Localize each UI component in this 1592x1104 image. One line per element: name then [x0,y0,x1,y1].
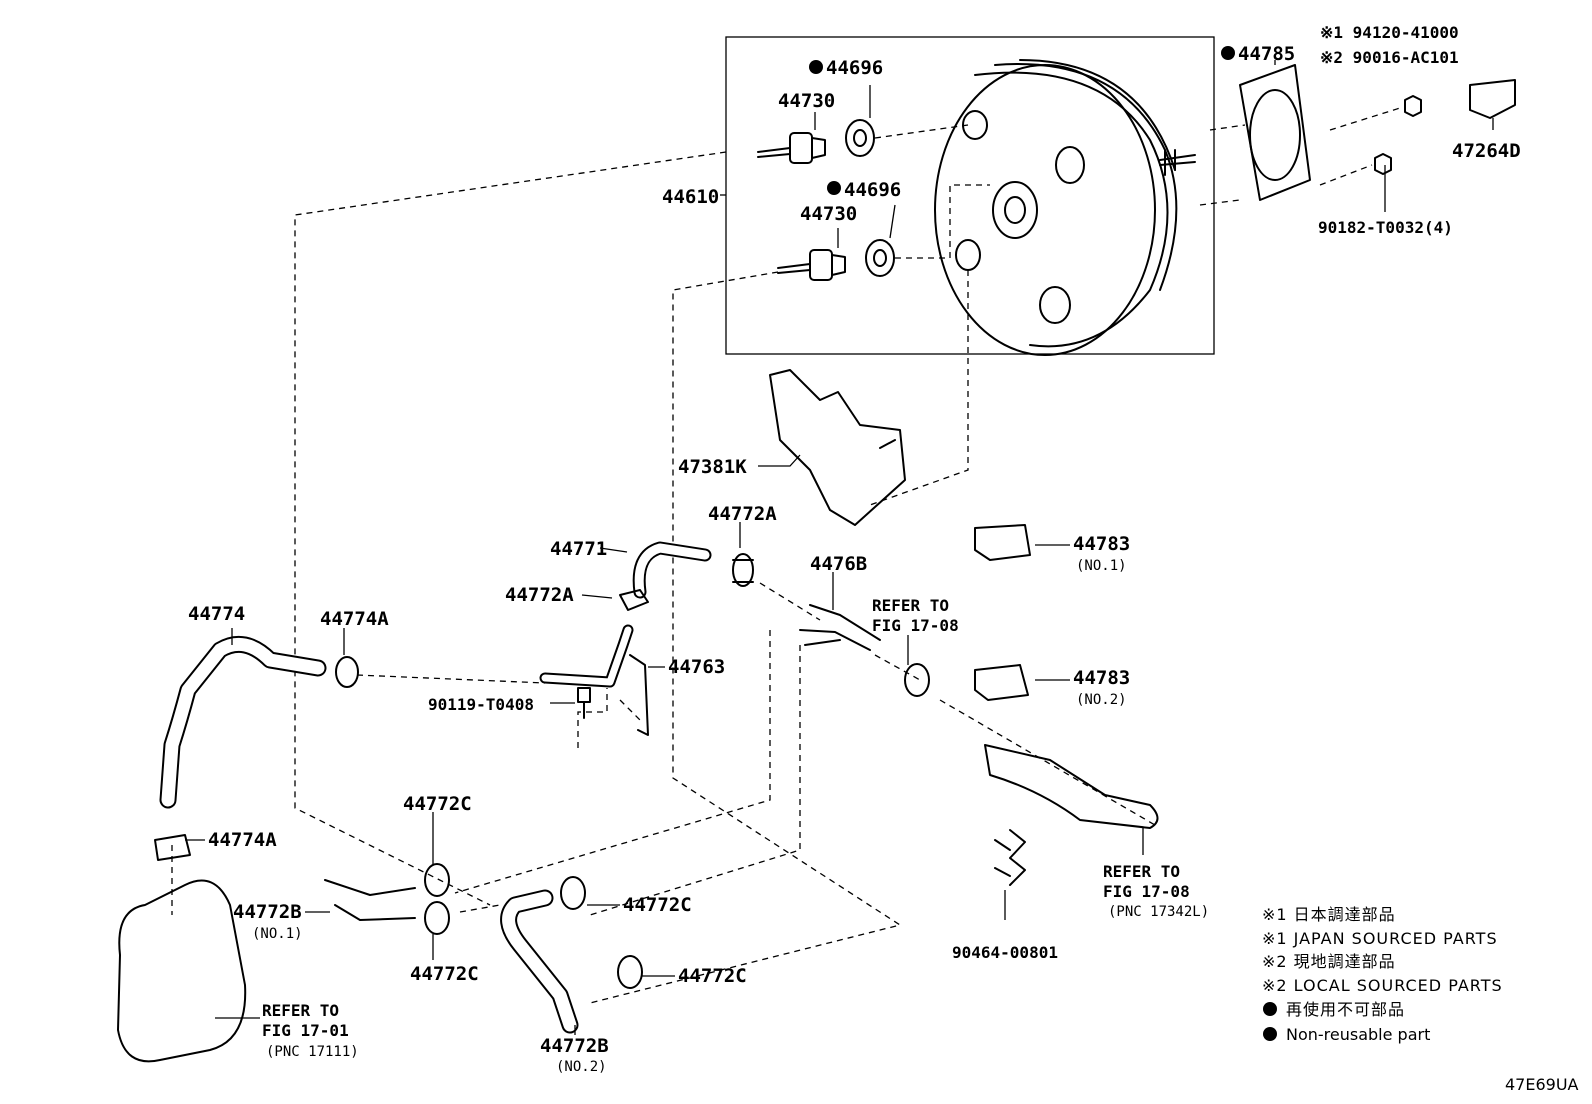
label-44772b-no1-sub: (NO.1) [252,926,303,942]
label-44771: 44771 [550,538,607,560]
label-44772b-no2-sub: (NO.2) [556,1059,607,1075]
label-44783-no2-sub: (NO.2) [1076,692,1127,708]
label-44730-upper: 44730 [778,90,835,112]
label-44730-lower: 44730 [800,203,857,225]
clip-90464-drawing [994,829,1026,886]
label-44774: 44774 [188,603,245,625]
clamp-44774a-top [335,656,359,688]
label-44610: 44610 [662,186,719,208]
label-44785: 44785 [1238,43,1295,65]
refer-fig-17-01-line3: (PNC 17111) [266,1044,359,1060]
label-44774a-low: 44774A [208,829,277,851]
label-44774a-top: 44774A [320,608,389,630]
legend-dot-icon [1263,1002,1277,1016]
label-47264d: 47264D [1452,140,1521,162]
clamp-near-4476b [904,663,930,697]
label-90464-00801: 90464-00801 [952,943,1058,962]
legend-dot-icon [1263,1027,1277,1041]
label-44772a-mid: 44772A [505,584,574,606]
non-reusable-dot [827,181,841,195]
label-44772b-no2: 44772B [540,1035,609,1057]
non-reusable-dot [1221,46,1235,60]
bolt-drawing [577,687,591,719]
brake-booster-drawing [934,59,1196,356]
label-90016-ac101: ※2 90016-AC101 [1320,48,1459,67]
t-joint-drawing [799,604,881,651]
label-44696-lower: 44696 [844,179,901,201]
label-44763: 44763 [668,656,725,678]
legend-local-sourced-jp: ※2 現地調達部品 [1262,952,1396,971]
clamp-44772c-b [424,901,450,935]
refer-fig-17-01-line1[interactable]: REFER TO [262,1001,339,1020]
clamp-44772a-top [732,553,754,587]
clamp-44772a-mid [619,589,649,611]
nut-drawing-upper [1404,95,1422,117]
refer-fig-17-08-a-line1[interactable]: REFER TO [872,596,949,615]
non-reusable-dot [809,60,823,74]
check-valve-upper [757,132,826,164]
label-90119-t0408: 90119-T0408 [428,695,534,714]
diagram-code: 47E69UA [1505,1075,1579,1094]
label-44772a-top: 44772A [708,503,777,525]
nut-drawing-lower [1374,153,1392,175]
label-44772c-a: 44772C [403,793,472,815]
check-valve-lower [777,249,846,281]
label-44772c-d: 44772C [678,965,747,987]
refer-fig-17-08-b-line1[interactable]: REFER TO [1103,862,1180,881]
clamp-44772c-d [617,955,643,989]
label-44772b-no1: 44772B [233,901,302,923]
label-44783-no1-sub: (NO.1) [1076,558,1127,574]
refer-fig-17-08-b-line3: (PNC 17342L) [1108,904,1209,920]
legend-non-reusable-en: Non-reusable part [1286,1025,1430,1044]
label-44696-upper: 44696 [826,57,883,79]
clamp-44774a-low [154,834,191,861]
connector-44783-no2 [974,664,1029,701]
legend-non-reusable-jp: 再使用不可部品 [1286,1000,1405,1019]
label-44783-no1: 44783 [1073,533,1130,555]
label-44783-no2: 44783 [1073,667,1130,689]
refer-fig-17-08-a-line2[interactable]: FIG 17-08 [872,616,959,635]
grommet-lower [865,239,895,277]
label-44772c-b: 44772C [410,963,479,985]
label-44772c-c: 44772C [623,894,692,916]
label-47381k: 47381K [678,456,747,478]
refer-fig-17-01-line2[interactable]: FIG 17-01 [262,1021,349,1040]
label-94120-41000: ※1 94120-41000 [1320,23,1459,42]
bracket-47264d-drawing [1469,79,1516,119]
hose-17342l-drawing [984,744,1159,829]
bracket-47381k-drawing [769,369,906,526]
legend-japan-sourced-jp: ※1 日本調達部品 [1262,905,1396,924]
legend-local-sourced-en: ※2 LOCAL SOURCED PARTS [1262,976,1503,995]
label-90182-t0032: 90182-T0032(4) [1318,218,1453,237]
connector-44783-no1 [974,524,1031,561]
legend-japan-sourced-en: ※1 JAPAN SOURCED PARTS [1262,929,1498,948]
clamp-44772c-a [424,863,450,897]
grommet-upper [845,119,875,157]
intake-manifold-drawing [117,879,247,1063]
clamp-44772c-c [560,876,586,910]
refer-fig-17-08-b-line2[interactable]: FIG 17-08 [1103,882,1190,901]
gasket-drawing [1239,64,1311,201]
booster-assembly-box [725,36,1215,355]
label-4476b: 4476B [810,553,867,575]
